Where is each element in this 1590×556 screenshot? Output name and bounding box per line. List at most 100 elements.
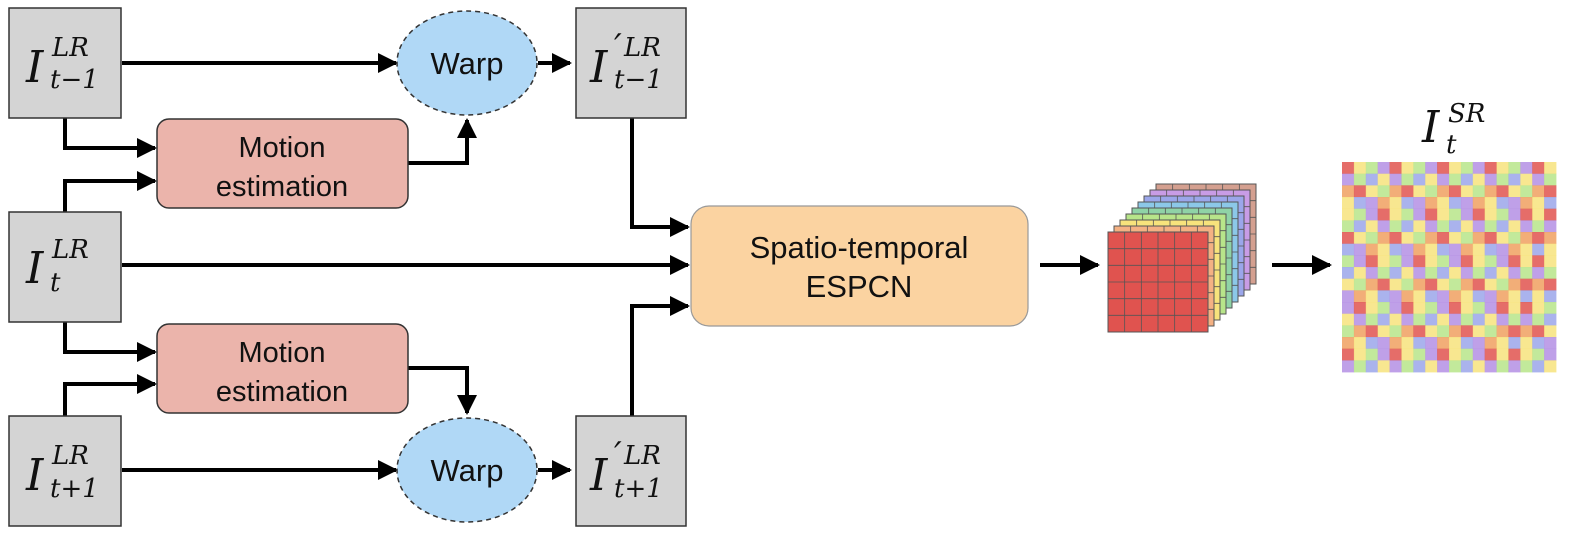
sr-pixel <box>1484 220 1497 233</box>
sr-pixel <box>1460 162 1474 175</box>
sr-pixel <box>1484 278 1497 291</box>
sr-pixel <box>1532 348 1545 361</box>
sr-pixel <box>1389 302 1402 315</box>
sr-pixel <box>1437 360 1450 373</box>
sr-pixel <box>1342 360 1355 373</box>
sr-pixel <box>1365 348 1379 361</box>
sr-pixel <box>1437 185 1450 198</box>
sr-pixel <box>1472 185 1486 198</box>
sr-pixel <box>1365 267 1379 280</box>
sr-pixel <box>1544 232 1557 245</box>
sr-pixel <box>1401 243 1414 256</box>
sr-pixel <box>1365 290 1379 303</box>
sr-pixel <box>1365 360 1379 373</box>
sr-pixel <box>1342 348 1355 361</box>
sr-pixel <box>1460 360 1474 373</box>
sr-pixel <box>1401 162 1414 175</box>
sr-pixel <box>1389 243 1402 256</box>
sr-pixel <box>1496 360 1509 373</box>
sr-pixel <box>1425 243 1438 256</box>
sr-pixel <box>1484 302 1497 315</box>
arrow-warped-prev-to-espcn <box>630 118 690 237</box>
sr-pixel <box>1532 302 1545 315</box>
espcn-block: Spatio-temporal ESPCN <box>690 205 1029 327</box>
sr-pixel <box>1460 255 1474 268</box>
sr-pixel <box>1413 220 1426 233</box>
sr-pixel <box>1472 278 1486 291</box>
sr-pixel <box>1460 185 1474 198</box>
sr-pixel <box>1532 267 1545 280</box>
sr-pixel <box>1353 173 1367 186</box>
sr-pixel <box>1377 162 1390 175</box>
sr-pixel <box>1532 173 1545 186</box>
warped-prev-prime: ′ <box>614 27 622 67</box>
sr-pixel <box>1449 255 1462 268</box>
sr-pixel <box>1484 325 1497 338</box>
sr-pixel <box>1484 255 1497 268</box>
sr-pixel <box>1401 208 1414 221</box>
sr-pixel <box>1413 313 1426 326</box>
sr-pixel <box>1532 255 1545 268</box>
sr-pixel <box>1460 267 1474 280</box>
espcn-line1: Spatio-temporal <box>750 230 969 265</box>
sr-pixel <box>1520 255 1533 268</box>
sr-pixel <box>1520 197 1533 210</box>
sr-pixel <box>1389 348 1402 361</box>
sr-pixel <box>1508 173 1521 186</box>
sr-pixel <box>1437 290 1450 303</box>
sr-pixel <box>1377 337 1390 350</box>
sr-pixel <box>1377 232 1390 245</box>
sr-pixel <box>1377 267 1390 280</box>
sr-pixel <box>1425 290 1438 303</box>
sr-pixel <box>1449 185 1462 198</box>
sr-pixel <box>1544 173 1557 186</box>
sr-pixel <box>1532 197 1545 210</box>
frame-warped-next: I ′ LR t+1 <box>575 415 687 527</box>
motion-top-line2: estimation <box>216 171 348 203</box>
sr-pixel <box>1484 337 1497 350</box>
sr-pixel <box>1484 197 1497 210</box>
sr-pixel <box>1437 197 1450 210</box>
frame-prev: I LR t−1 <box>8 7 122 119</box>
sr-pixel <box>1342 313 1355 326</box>
sr-pixel <box>1472 290 1486 303</box>
sr-pixel <box>1460 325 1474 338</box>
sr-pixel <box>1472 197 1486 210</box>
sr-pixel <box>1496 267 1509 280</box>
sr-pixel <box>1401 267 1414 280</box>
sr-pixel <box>1484 313 1497 326</box>
motion-bottom-line1: Motion <box>238 337 325 369</box>
sr-pixel <box>1544 267 1557 280</box>
sr-pixel <box>1472 267 1486 280</box>
sr-pixel <box>1496 185 1509 198</box>
sr-pixel <box>1472 302 1486 315</box>
sr-pixel <box>1353 220 1367 233</box>
sr-pixel <box>1520 208 1533 221</box>
sr-pixel <box>1413 325 1426 338</box>
sr-pixel <box>1449 290 1462 303</box>
sr-pixel <box>1413 208 1426 221</box>
sr-pixel <box>1484 162 1497 175</box>
warped-prev-base: I <box>589 42 609 93</box>
sr-pixel <box>1472 255 1486 268</box>
sr-pixel <box>1496 173 1509 186</box>
sr-pixel <box>1496 220 1509 233</box>
sr-pixel <box>1365 325 1379 338</box>
sr-pixel <box>1496 255 1509 268</box>
sr-pixel <box>1425 220 1438 233</box>
sr-pixel <box>1520 325 1533 338</box>
warped-next-base: I <box>589 450 609 501</box>
sr-pixel <box>1496 232 1509 245</box>
sr-pixel <box>1508 220 1521 233</box>
sr-pixel <box>1532 232 1545 245</box>
sr-pixel <box>1401 290 1414 303</box>
motion-bottom-line2: estimation <box>216 376 348 408</box>
sr-pixel <box>1413 348 1426 361</box>
sr-pixel <box>1425 313 1438 326</box>
sr-pixel <box>1508 162 1521 175</box>
sr-pixel <box>1496 278 1509 291</box>
sr-pixel <box>1342 208 1355 221</box>
sr-pixel <box>1484 243 1497 256</box>
warp-bottom-label: Warp <box>431 453 504 488</box>
sr-pixel <box>1532 313 1545 326</box>
